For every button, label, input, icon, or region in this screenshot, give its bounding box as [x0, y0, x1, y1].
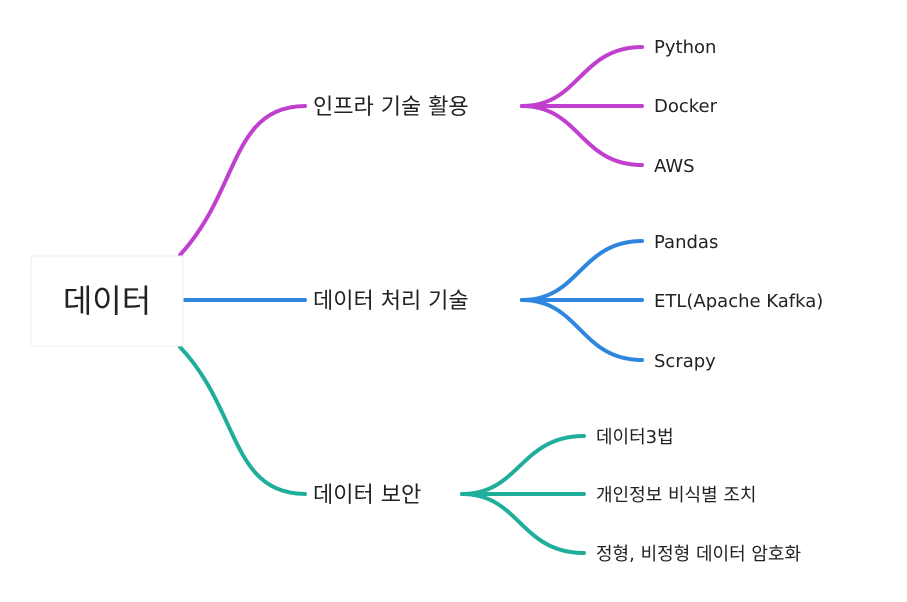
branch-node-infra[interactable]: 인프라 기술 활용 — [313, 95, 469, 120]
branch-node-processing[interactable]: 데이터 처리 기술 — [313, 289, 469, 314]
root-node-box — [30, 255, 184, 347]
root-node-label: 데이터 — [63, 282, 151, 320]
edge-infra-to-python — [520, 45, 644, 108]
leaf-node-python[interactable]: Python — [654, 37, 716, 58]
leaf-node-etl[interactable]: ETL(Apache Kafka) — [654, 291, 823, 312]
root-node[interactable]: 데이터 — [30, 255, 184, 347]
leaf-node-data-law[interactable]: 데이터3법 — [596, 427, 674, 448]
edge-root-to-infra — [178, 104, 307, 257]
leaf-node-docker[interactable]: Docker — [654, 96, 718, 117]
edge-security-to-encryption — [460, 492, 586, 555]
leaf-node-pandas[interactable]: Pandas — [654, 232, 718, 253]
edge-processing-to-scrapy — [520, 298, 644, 362]
edge-infra-to-aws — [520, 104, 644, 167]
leaf-node-deidentification[interactable]: 개인정보 비식별 조치 — [596, 485, 756, 506]
edge-processing-to-pandas — [520, 239, 644, 302]
branch-node-security[interactable]: 데이터 보안 — [313, 483, 421, 508]
leaf-node-scrapy[interactable]: Scrapy — [654, 351, 716, 372]
leaf-node-encryption[interactable]: 정형, 비정형 데이터 암호화 — [596, 544, 801, 565]
edge-security-to-law — [460, 434, 586, 496]
leaf-node-aws[interactable]: AWS — [654, 156, 695, 177]
edge-root-to-security — [178, 345, 307, 496]
